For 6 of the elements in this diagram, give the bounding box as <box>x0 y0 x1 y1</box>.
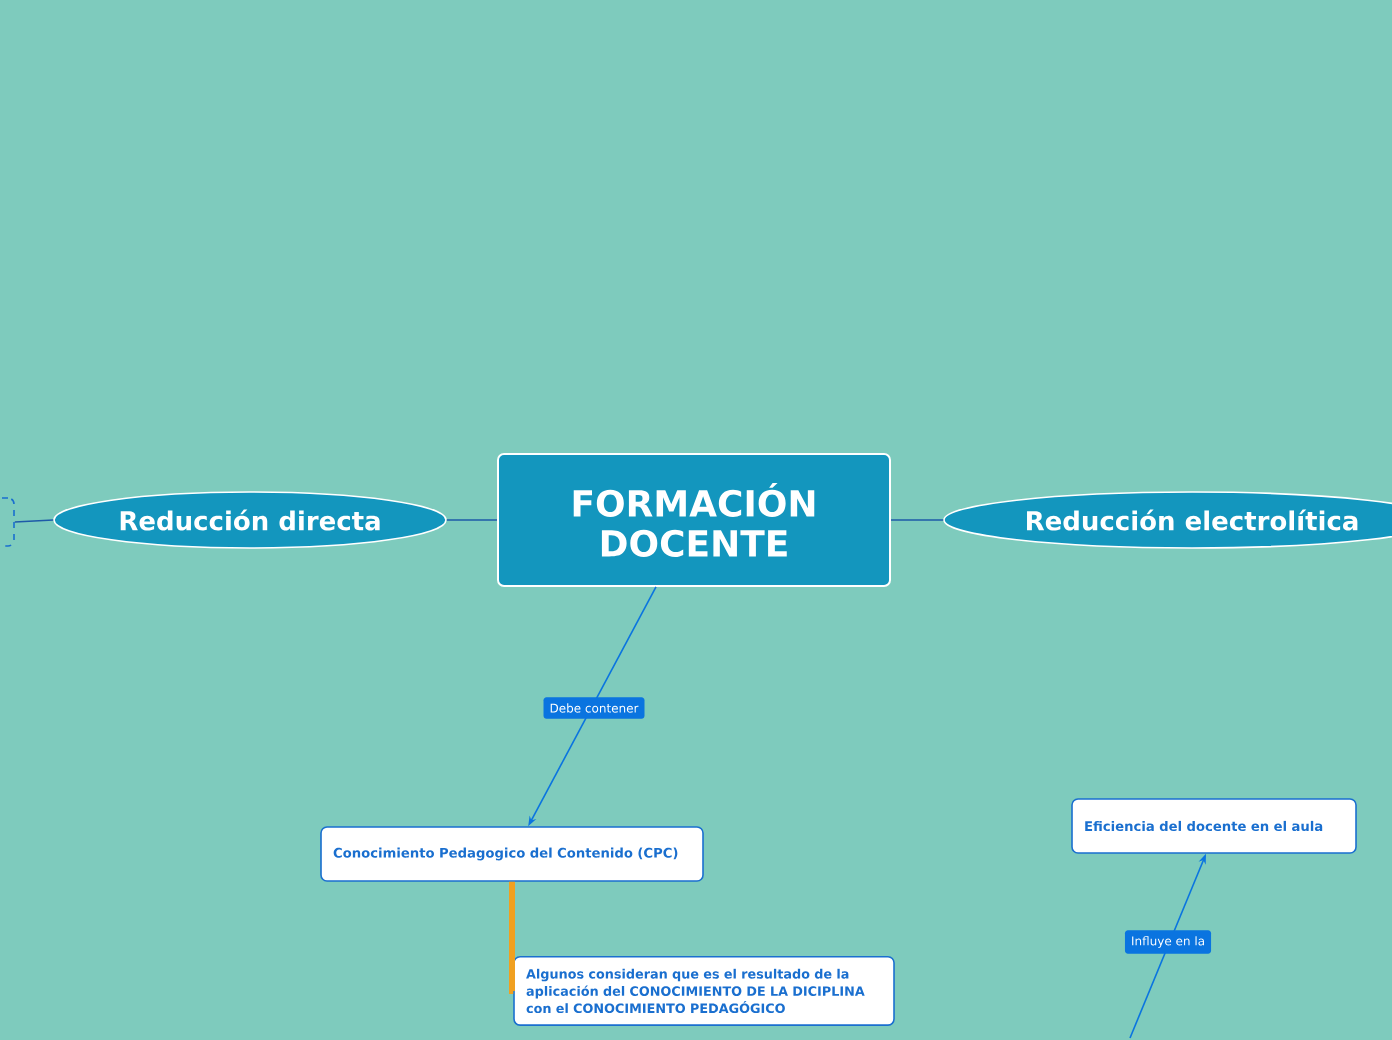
collapsed-node <box>0 497 15 547</box>
connector <box>890 519 944 521</box>
connector <box>509 881 516 994</box>
topic-box: FORMACIÓN DOCENTE <box>497 453 891 587</box>
connector <box>14 519 54 523</box>
connector <box>446 519 498 521</box>
